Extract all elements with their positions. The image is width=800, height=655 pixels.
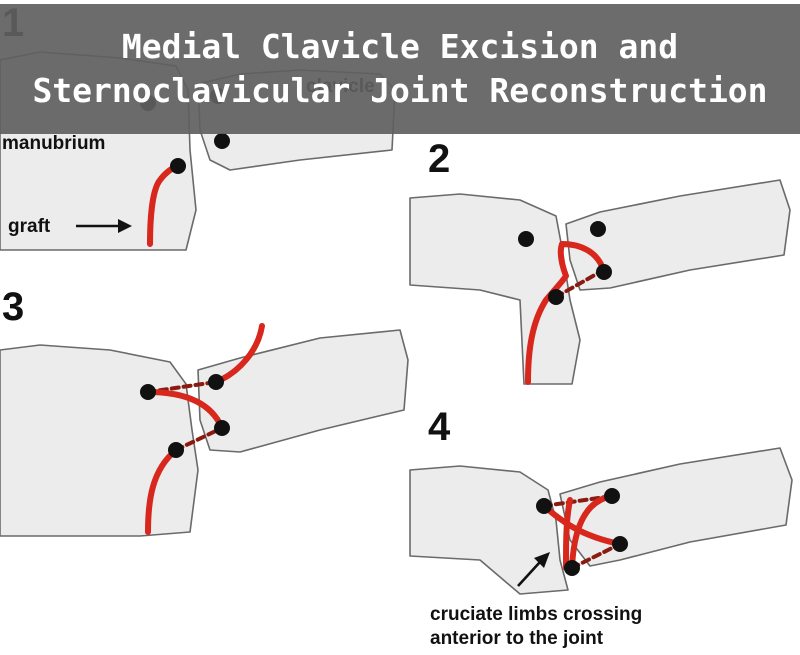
title-line-1: Medial Clavicle Excision and bbox=[121, 27, 679, 66]
panel-2: 2 bbox=[409, 137, 791, 385]
panel-1-graft-arrowhead bbox=[118, 219, 132, 233]
panel-4-drill-hole bbox=[536, 498, 552, 514]
panel-3-graft bbox=[145, 447, 179, 535]
panel-4-bone-tunnel bbox=[570, 542, 622, 570]
panel-2-drill-hole bbox=[596, 264, 612, 280]
panel-3-drill-hole bbox=[208, 374, 224, 390]
panel-4-drill-hole bbox=[564, 560, 580, 576]
panel-4-note-line-2: anterior to the joint bbox=[430, 628, 604, 649]
panel-4-manubrium-bone bbox=[409, 465, 569, 595]
panel-4-note-arrow bbox=[517, 561, 541, 587]
panel-3: 3 bbox=[0, 285, 409, 537]
panel-3-bone-tunnel bbox=[174, 426, 224, 452]
panel-2-clavicle-bone bbox=[565, 179, 791, 291]
panel-2-manubrium-bone bbox=[409, 193, 581, 385]
panel-2-drill-hole bbox=[590, 221, 606, 237]
panel-1-label-manubrium: manubrium bbox=[2, 133, 105, 154]
panel-3-drill-hole bbox=[168, 442, 184, 458]
panel-2-graft bbox=[525, 241, 607, 385]
panel-4-bone-tunnel bbox=[542, 494, 614, 508]
panel-3-drill-hole bbox=[140, 384, 156, 400]
title-line-2: Sternoclavicular Joint Reconstruction bbox=[32, 71, 768, 110]
panel-4-number: 4 bbox=[428, 405, 451, 449]
panel-3-manubrium-bone bbox=[0, 344, 199, 537]
panel-4-drill-hole bbox=[612, 536, 628, 552]
panel-4: 4 cruciate limbs crossing anterior to th… bbox=[409, 405, 793, 649]
panel-2-drill-hole bbox=[548, 289, 564, 305]
panel-3-number: 3 bbox=[2, 285, 24, 329]
panel-1-label-graft: graft bbox=[8, 216, 51, 237]
panel-4-drill-hole bbox=[604, 488, 620, 504]
panel-1-drill-hole bbox=[170, 158, 186, 174]
panel-4-note-arrowhead bbox=[534, 552, 550, 568]
panel-3-graft bbox=[145, 389, 225, 431]
panel-2-drill-hole bbox=[518, 231, 534, 247]
panel-2-number: 2 bbox=[428, 137, 450, 181]
panel-3-clavicle-bone bbox=[197, 329, 409, 453]
panel-4-graft bbox=[563, 497, 573, 571]
panel-1-drill-hole bbox=[214, 133, 230, 149]
panel-4-note-line-1: cruciate limbs crossing bbox=[430, 604, 642, 625]
panel-3-drill-hole bbox=[214, 420, 230, 436]
panel-2-bone-tunnel bbox=[554, 270, 602, 299]
title-banner: Medial Clavicle Excision and Sternoclavi… bbox=[0, 4, 800, 134]
